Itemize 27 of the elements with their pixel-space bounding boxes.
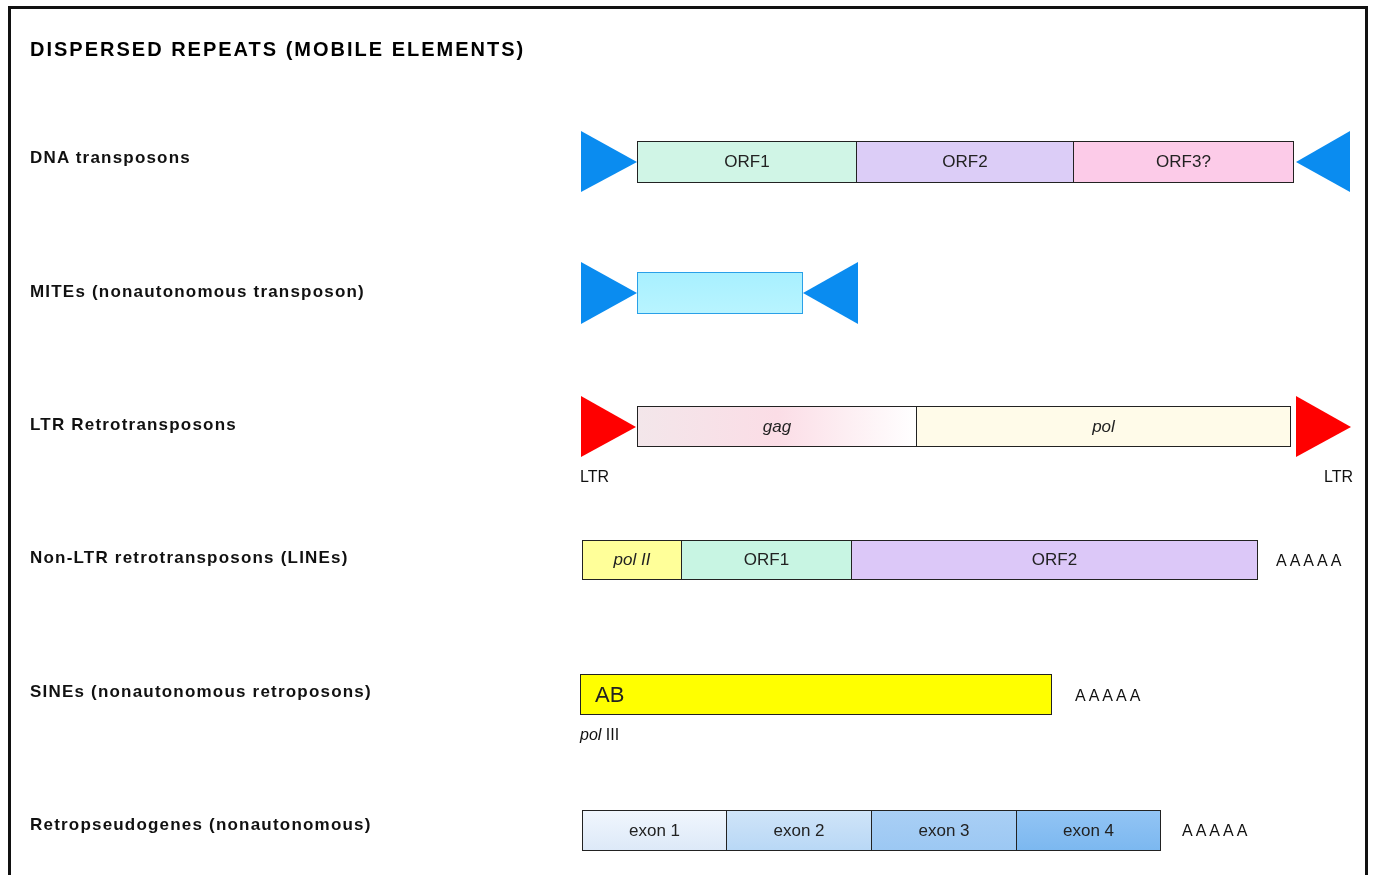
row-label: Retropseudogenes (nonautonomous) xyxy=(30,815,372,835)
row-label: Non-LTR retrotransposons (LINEs) xyxy=(30,548,349,568)
ltr-label: LTR xyxy=(1324,468,1354,486)
element-box xyxy=(637,272,803,314)
annotation-text: AAAAA xyxy=(1276,552,1345,570)
gene-segment: ORF1 xyxy=(681,540,852,580)
gene-segment: AB xyxy=(580,674,1052,715)
gene-segment: gag xyxy=(637,406,917,447)
row-label: LTR Retrotransposons xyxy=(30,415,237,435)
gene-segment: pol II xyxy=(582,540,682,580)
gene-segment: exon 4 xyxy=(1016,810,1161,851)
row-label: MITEs (nonautonomous transposon) xyxy=(30,282,365,302)
gene-segment: ORF2 xyxy=(851,540,1258,580)
annotation-text: AAAAA xyxy=(1182,822,1251,840)
diagram-title: DISPERSED REPEATS (MOBILE ELEMENTS) xyxy=(30,38,526,61)
annotation-text: AAAAA xyxy=(1075,687,1144,705)
gene-segment: ORF2 xyxy=(856,141,1074,183)
gene-segment: exon 2 xyxy=(726,810,872,851)
row-label: DNA transposons xyxy=(30,148,191,168)
gene-segment: ORF1 xyxy=(637,141,857,183)
gene-segment: exon 1 xyxy=(582,810,727,851)
annotation-text: pol III xyxy=(580,726,620,744)
gene-segment: ORF3? xyxy=(1073,141,1294,183)
row-label: SINEs (nonautonomous retroposons) xyxy=(30,682,372,702)
gene-segment: exon 3 xyxy=(871,810,1017,851)
gene-segment: pol xyxy=(916,406,1291,447)
ltr-label: LTR xyxy=(580,468,610,486)
